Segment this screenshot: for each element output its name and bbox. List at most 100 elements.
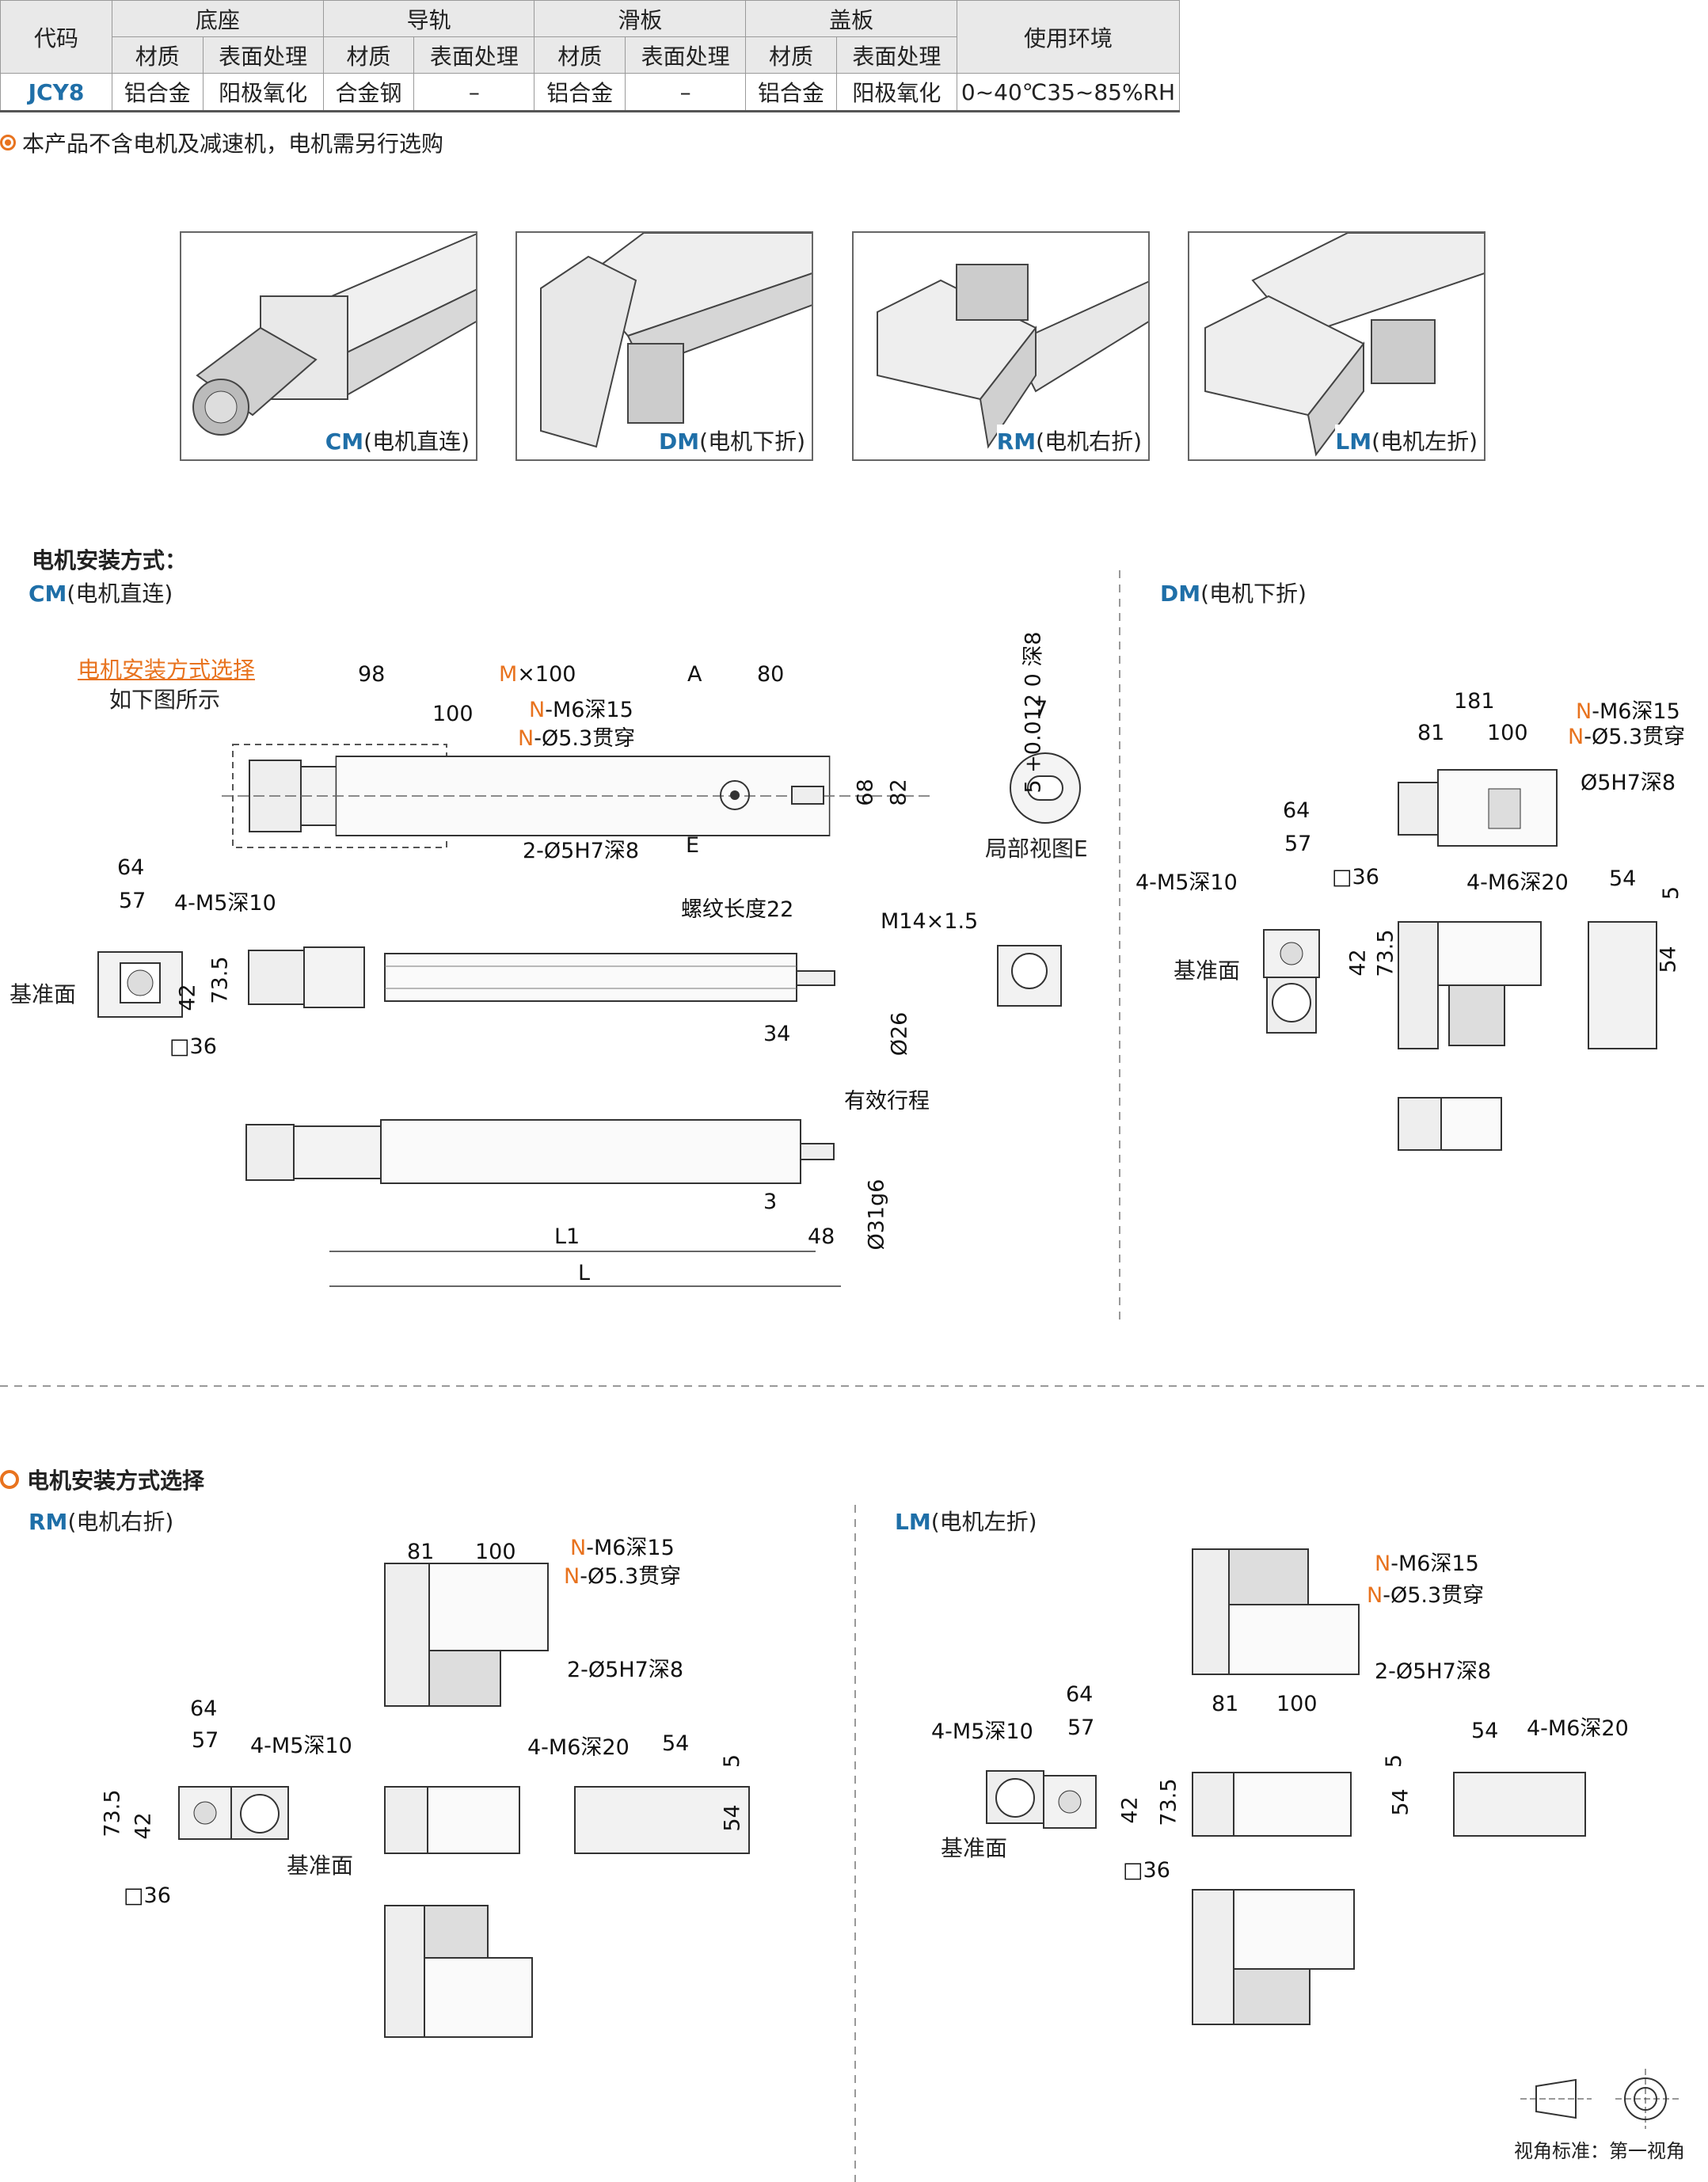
th-rail-surface: 表面处理 [413, 36, 535, 74]
rm-side-view [384, 1786, 520, 1854]
cm-top-view [222, 744, 934, 848]
dim-31: Ø31g6 [864, 1179, 889, 1251]
dim-lm-n-phi: N-Ø5.3贯穿 [1367, 1583, 1485, 1608]
dim-dm-n-m6: N-M6深15 [1576, 699, 1680, 724]
dim-rm-m5: 4-M5深10 [250, 1734, 352, 1758]
dim-rm-54b: 54 [720, 1804, 745, 1832]
dim-lm-54: 54 [1471, 1719, 1499, 1743]
th-cover-surface: 表面处理 [835, 36, 958, 74]
dim-mx100: M×100 [499, 662, 576, 687]
dim-rm-2phi5: 2-Ø5H7深8 [567, 1658, 684, 1682]
dim-thread: 螺纹长度22 [681, 897, 794, 922]
dim-n-phi: N-Ø5.3贯穿 [518, 726, 636, 751]
dim-rm-54: 54 [662, 1731, 690, 1756]
lm-side-view [1192, 1772, 1352, 1837]
dim-7: 7 [1034, 697, 1048, 722]
dim-34: 34 [763, 1022, 791, 1046]
lm-end-view [986, 1770, 1097, 1829]
dim-rm-42: 42 [131, 1812, 156, 1840]
lm-heading: LM(电机左折) [895, 1509, 1037, 1535]
rm-bottom-view [384, 1905, 533, 2038]
dim-lm-42: 42 [1117, 1796, 1143, 1824]
th-slider-material: 材质 [534, 36, 626, 74]
dim-lm-n-m6: N-M6深15 [1375, 1552, 1479, 1576]
dim-dm-5: 5 [1659, 885, 1684, 901]
dim-lm-2phi5: 2-Ø5H7深8 [1375, 1659, 1492, 1684]
dm-ref-face: 基准面 [1174, 958, 1241, 984]
dim-rm-sq36: □36 [124, 1883, 171, 1908]
dim-dm-100: 100 [1487, 721, 1528, 745]
photo-rm-image [877, 264, 1148, 449]
dim-m5-10: 4-M5深10 [174, 891, 276, 916]
lm-ref-face: 基准面 [941, 1835, 1008, 1861]
dim-dm-m5: 4-M5深10 [1135, 870, 1238, 895]
th-slider: 滑板 [534, 0, 747, 37]
dim-lm-m6-20: 4-M6深20 [1527, 1716, 1629, 1741]
cm-right-end-view [997, 945, 1062, 1007]
photo-cm-caption: CM(电机直连) [325, 425, 470, 456]
dim-lm-57: 57 [1067, 1716, 1095, 1740]
motor-select-link[interactable]: 电机安装方式选择 [78, 657, 256, 683]
cm-length-lines [329, 1251, 841, 1287]
dim-80: 80 [757, 662, 785, 687]
as-shown-label: 如下图所示 [109, 687, 221, 713]
dim-dm-phi5: Ø5H7深8 [1581, 771, 1676, 795]
th-rail-material: 材质 [322, 36, 415, 74]
cell-cover-surface: 阳极氧化 [835, 73, 958, 112]
dim-rm-73-5: 73.5 [100, 1789, 125, 1837]
spec-table: 代码 底座 导轨 滑板 盖板 使用环境 材质 表面处理 材质 表面处理 材质 表… [0, 0, 1180, 112]
lm-top-view [1192, 1548, 1360, 1675]
dim-181: 181 [1454, 689, 1495, 714]
dim-stroke: 有效行程 [844, 1089, 930, 1114]
rm-top-view [384, 1563, 549, 1707]
cm-side-view [248, 946, 835, 1008]
dim-3: 3 [763, 1190, 778, 1214]
dim-rm-81: 81 [407, 1540, 435, 1564]
dim-lm-81: 81 [1212, 1692, 1239, 1716]
dim-rm-5: 5 [720, 1754, 745, 1769]
dim-100: 100 [432, 702, 474, 726]
rm-heading: RM(电机右折) [29, 1509, 174, 1535]
dim-e: E [686, 833, 700, 858]
photo-lm: LM(电机左折) [1188, 231, 1485, 461]
dm-bottom-view [1398, 1097, 1502, 1151]
dim-42: 42 [175, 984, 200, 1011]
dm-side-view [1398, 921, 1542, 1049]
rm-ref-face: 基准面 [287, 1853, 354, 1879]
rm-end-view [178, 1786, 289, 1840]
view-note: 视角标准：第一视角 [1514, 2140, 1685, 2162]
dim-lm-64: 64 [1066, 1682, 1094, 1707]
lm-bottom-view [1192, 1889, 1355, 2025]
dim-dm-54b: 54 [1656, 946, 1681, 973]
cm-end-view [97, 951, 183, 1018]
dm-heading: DM(电机下折) [1160, 581, 1307, 607]
dim-rm-m6-20: 4-M6深20 [527, 1735, 630, 1760]
cell-base-material: 铝合金 [112, 73, 204, 112]
cell-base-surface: 阳极氧化 [202, 73, 324, 112]
note-text: 本产品不含电机及减速机，电机需另行选购 [22, 131, 444, 157]
bullet-icon [0, 135, 16, 150]
dim-l1: L1 [554, 1224, 580, 1249]
th-base-surface: 表面处理 [202, 36, 324, 74]
ring-bullet-icon [0, 1470, 19, 1489]
th-code: 代码 [0, 0, 112, 74]
section1-title: 电机安装方式： [32, 547, 188, 573]
photo-lm-image [1204, 233, 1484, 457]
photo-dm-caption: DM(电机下折) [659, 425, 805, 456]
dim-64: 64 [117, 855, 145, 880]
projection-symbol-icon [1520, 2069, 1679, 2129]
dim-rm-n-m6: N-M6深15 [570, 1536, 675, 1560]
note: 本产品不含电机及减速机，电机需另行选购 [0, 127, 443, 158]
photo-rm: RM(电机右折) [852, 231, 1150, 461]
dim-lm-5: 5 [1382, 1754, 1407, 1769]
local-view-e [1010, 752, 1081, 824]
dim-lm-73-5: 73.5 [1156, 1778, 1181, 1826]
cell-slider-material: 铝合金 [534, 73, 626, 112]
dm-bottom-end-view [1588, 921, 1657, 1049]
dim-57: 57 [119, 889, 146, 913]
dim-l: L [578, 1261, 591, 1285]
dim-dm-sq36: □36 [1332, 865, 1379, 889]
dim-82: 82 [886, 779, 911, 806]
cm-heading: CM(电机直连) [29, 581, 173, 607]
dim-n-m6: N-M6深15 [529, 698, 633, 722]
